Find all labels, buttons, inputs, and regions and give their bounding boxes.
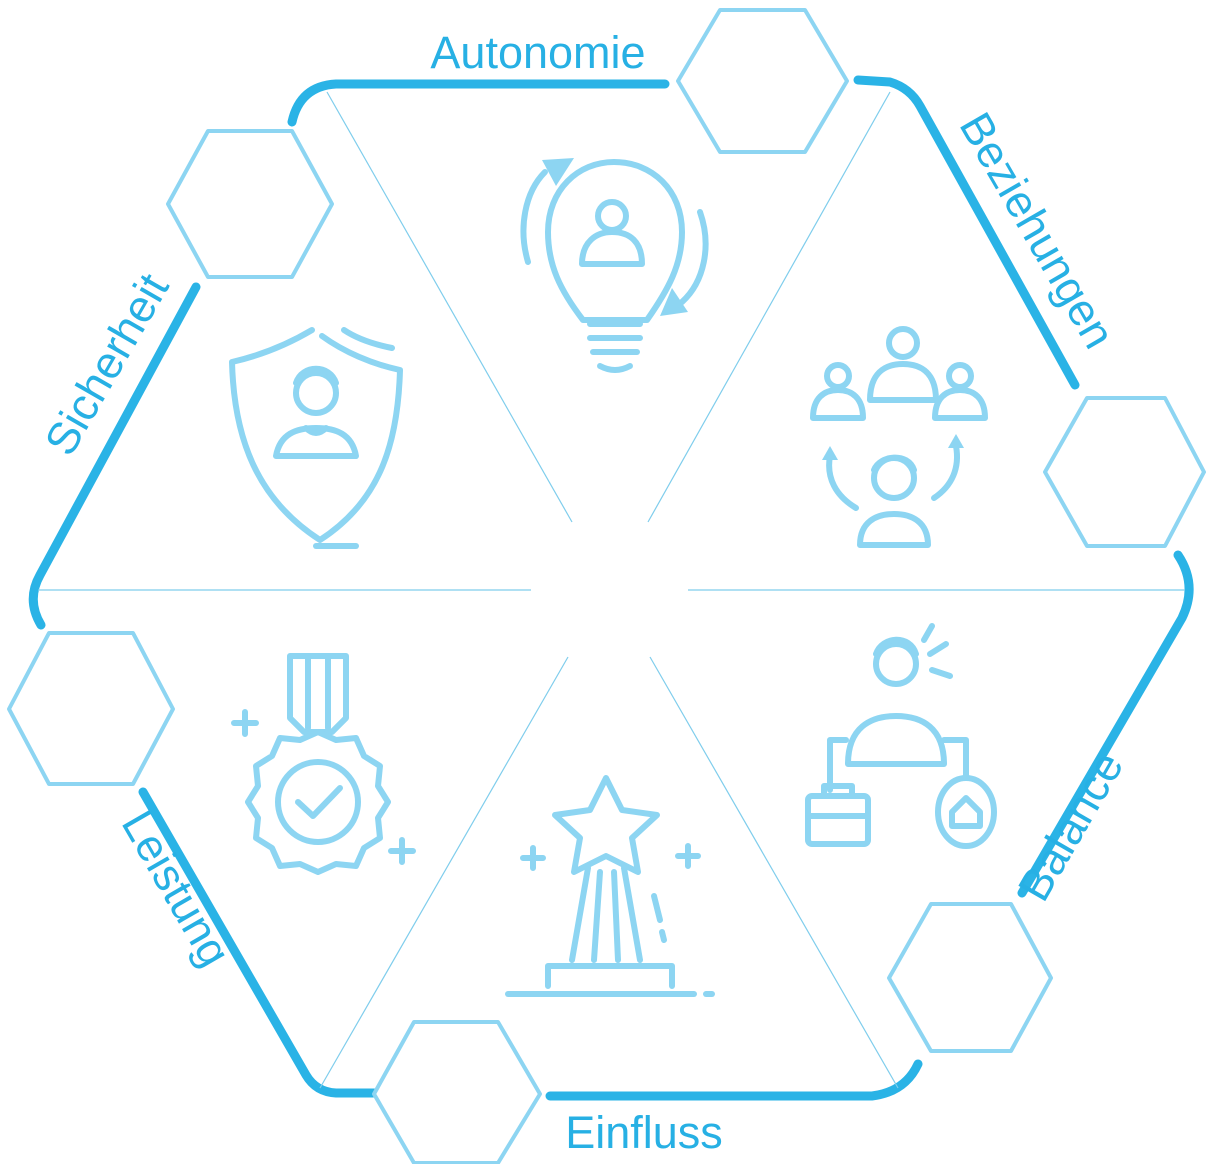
medal-check-icon: [231, 653, 416, 875]
label-autonomie: Autonomie: [430, 27, 645, 78]
outer-hexagon-outline: [28, 75, 1194, 1101]
corner-hexagon: [166, 129, 334, 279]
corner-hexagon: [7, 631, 175, 786]
label-leistung: Leistung: [112, 802, 241, 975]
segment-dividers: [38, 91, 1185, 1089]
corner-hexagon: [372, 1020, 542, 1164]
work-home-balance-icon: [805, 623, 997, 849]
label-balance: Balance: [1008, 743, 1133, 909]
corner-hexagon: [887, 902, 1053, 1053]
corner-hexagon: [676, 8, 849, 154]
shield-person-icon: [229, 327, 403, 549]
label-einfluss: Einfluss: [565, 1107, 723, 1158]
people-network-icon: [810, 326, 988, 548]
corner-hexagons: [7, 8, 1206, 1164]
corner-hexagon: [1043, 396, 1206, 548]
star-trophy-icon: [505, 775, 715, 997]
lightbulb-person-icon: [520, 158, 709, 373]
